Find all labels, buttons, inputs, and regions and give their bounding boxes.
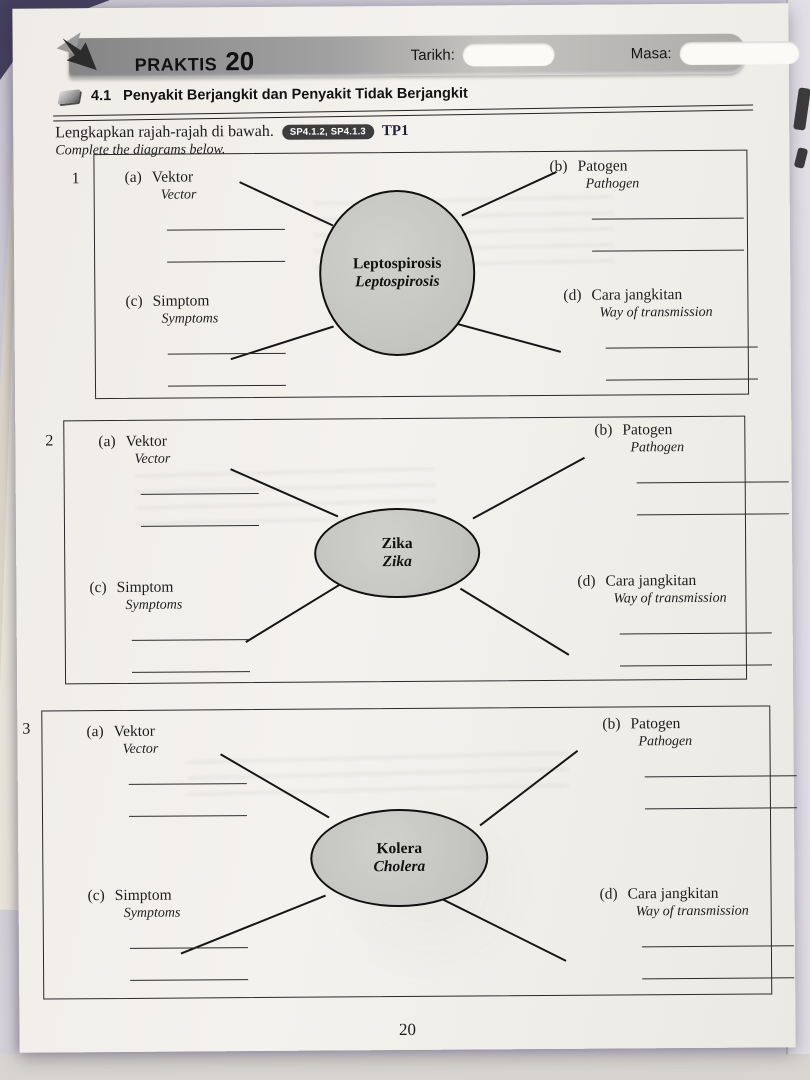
tarikh-field[interactable] [462,42,555,67]
answer-line[interactable] [140,467,259,495]
label-malay: Simptom [116,578,174,597]
label-malay: Cara jangkitan [605,571,697,590]
label-malay: Vektor [151,168,194,186]
disease-ellipse: Leptospirosis Leptospirosis [318,189,476,357]
label-english: Pathogen [638,733,693,750]
section-underline [53,104,754,122]
label-english: Vector [122,741,159,757]
section-title: Penyakit Berjangkit dan Penyakit Tidak B… [123,85,468,104]
label-english: Way of transmission [635,903,749,920]
disease-name-malay: Zika [381,534,413,553]
label-letter: (a) [86,723,104,741]
praktis-label: PRAKTIS [134,54,218,75]
answer-line[interactable] [619,606,772,635]
answer-line[interactable] [140,494,259,527]
disease-name-english: Zika [382,552,412,571]
label-malay: Patogen [577,157,628,175]
diagram-box-kolera: (a) Vektor Vector (b) Patogen Pathogen (… [41,705,797,1000]
label-malay: Patogen [630,715,681,733]
tp-level-badge: TP1 [381,122,409,139]
label-english: Symptoms [125,597,183,613]
question-number: 1 [71,170,80,188]
label-letter: (c) [87,887,105,905]
label-letter: (d) [563,286,582,304]
page-number: 20 [398,1019,417,1040]
answer-line[interactable] [619,633,772,667]
label-letter: (b) [602,715,621,733]
answer-line[interactable] [128,784,248,817]
masa-label: Masa: [630,45,672,63]
answer-line[interactable] [167,326,286,355]
diagram-box-zika: (a) Vektor Vector (b) Patogen Pathogen (… [63,415,789,685]
workbook-page: PRAKTIS 20 Tarikh: Masa: 4.1 Penyakit Be… [12,3,800,1053]
answer-line[interactable] [644,776,797,810]
praktis-header-banner: PRAKTIS 20 Tarikh: Masa: [56,32,800,79]
label-malay: Vektor [125,432,167,450]
answer-line[interactable] [605,347,758,381]
label-letter: (c) [125,292,143,310]
connector-lines [180,749,579,962]
question-number: 3 [22,720,31,738]
answer-line[interactable] [644,749,797,778]
answer-line[interactable] [636,482,789,516]
label-english: Vector [134,451,171,467]
connector-lines [230,171,562,361]
answer-line[interactable] [128,757,247,785]
disease-name-english: Cholera [373,857,426,876]
label-letter: (a) [98,433,116,451]
label-letter: (d) [577,572,596,590]
label-letter: (a) [124,168,142,186]
label-letter: (d) [599,885,618,903]
section-cube-icon [57,88,81,104]
answer-line[interactable] [591,191,744,220]
label-english: Symptoms [161,311,219,327]
praktis-number: 20 [225,46,255,77]
label-english: Way of transmission [599,304,713,321]
diagram-box-leptospirosis: (a) Vektor Vector (b) Patogen Pathogen (… [93,149,758,400]
label-english: Pathogen [585,176,640,192]
sp-code-badge: SP4.1.2, SP4.1.3 [281,123,374,140]
answer-line[interactable] [166,229,286,263]
label-malay: Patogen [622,421,673,439]
masa-field[interactable] [679,41,800,66]
answer-line[interactable] [131,640,251,673]
label-malay: Vektor [113,722,156,741]
label-letter: (b) [594,421,613,439]
label-malay: Simptom [114,886,172,905]
praktis-arrow-icon [55,30,107,87]
connector-lines [230,456,585,656]
answer-line[interactable] [129,921,248,949]
label-english: Vector [160,187,197,203]
label-malay: Cara jangkitan [627,884,719,903]
label-malay: Simptom [152,292,210,310]
answer-line[interactable] [167,353,287,387]
answer-line[interactable] [636,455,789,484]
section-number: 4.1 [90,88,112,105]
disease-name-english: Leptospirosis [355,272,440,291]
instruction-malay: Lengkapkan rajah-rajah di bawah. [55,122,274,142]
question-number: 2 [45,432,54,450]
page-bottom-shadow [0,1054,810,1080]
tarikh-label: Tarikh: [410,46,455,64]
label-english: Way of transmission [613,590,727,607]
label-letter: (c) [89,579,107,597]
answer-line[interactable] [129,948,249,981]
label-english: Symptoms [123,905,181,921]
label-malay: Cara jangkitan [591,286,683,304]
answer-line[interactable] [641,919,794,948]
answer-line[interactable] [591,218,745,252]
answer-line[interactable] [166,202,285,231]
answer-line[interactable] [131,613,250,641]
disease-name-malay: Kolera [376,839,423,858]
answer-line[interactable] [641,946,795,980]
label-letter: (b) [549,157,568,175]
answer-line[interactable] [605,320,758,349]
label-english: Pathogen [630,440,685,456]
disease-name-malay: Leptospirosis [352,254,442,273]
